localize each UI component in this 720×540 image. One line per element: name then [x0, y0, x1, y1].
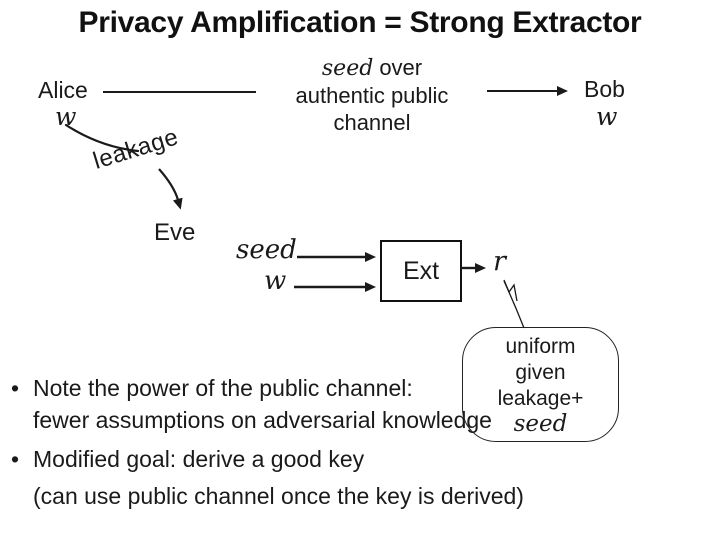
- channel-caption-line-3: channel: [333, 110, 411, 135]
- slide-title: Privacy Amplification = Strong Extractor: [78, 6, 642, 39]
- channel-caption-line-2: authentic public: [295, 83, 449, 108]
- extractor-w-input-label: w: [264, 266, 287, 296]
- extractor-box: Ext: [380, 240, 462, 302]
- channel-over-word: over: [379, 55, 423, 80]
- extractor-output-r-variable: r: [493, 246, 506, 277]
- alice-w-variable: w: [55, 102, 77, 131]
- alice-label: Alice: [38, 77, 88, 103]
- bob-w-variable: w: [596, 102, 618, 131]
- uniformity-callout: uniform given leakage+ seed: [462, 327, 619, 442]
- bullet-1-line-2: fewer assumptions on adversarial knowled…: [33, 407, 492, 433]
- bullet-2-line-2: (can use public channel once the key is …: [33, 483, 524, 509]
- extractor-box-label: Ext: [402, 256, 440, 285]
- callout-line-3: leakage+: [497, 386, 584, 410]
- callout-line-2: given: [515, 360, 566, 384]
- channel-seed-word: seed: [321, 56, 374, 81]
- bullet-glyph: •: [11, 446, 20, 472]
- bob-label: Bob: [584, 76, 625, 102]
- bullet-glyph: •: [11, 375, 20, 401]
- eve-label: Eve: [154, 219, 196, 246]
- callout-seed-word: seed: [513, 410, 568, 437]
- bullet-1-line-1: Note the power of the public channel:: [33, 375, 413, 401]
- extractor-seed-input-label: seed: [236, 235, 297, 265]
- callout-line-1: uniform: [505, 334, 576, 358]
- bullet-2-line-1: Modified goal: derive a good key: [33, 446, 365, 472]
